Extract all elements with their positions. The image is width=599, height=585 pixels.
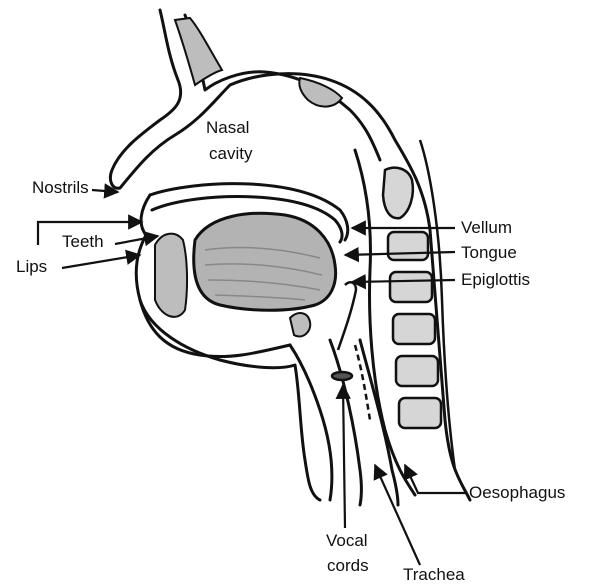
tongue-shape	[194, 213, 336, 310]
label-nasal-cavity-line1: Nasal	[206, 118, 249, 137]
label-nostrils: Nostrils	[32, 178, 89, 197]
label-nasal-cavity-line2: cavity	[209, 144, 252, 163]
label-vocal-cords-line2: cords	[327, 556, 369, 575]
label-lips: Lips	[16, 257, 47, 276]
label-tongue: Tongue	[461, 243, 517, 262]
label-oesophagus: Oesophagus	[469, 483, 565, 502]
label-trachea: Trachea	[403, 565, 465, 584]
label-epiglottis: Epiglottis	[461, 270, 530, 289]
label-teeth: Teeth	[62, 232, 104, 251]
label-vocal-cords-line1: Vocal	[326, 531, 368, 550]
label-vellum: Vellum	[461, 218, 512, 237]
